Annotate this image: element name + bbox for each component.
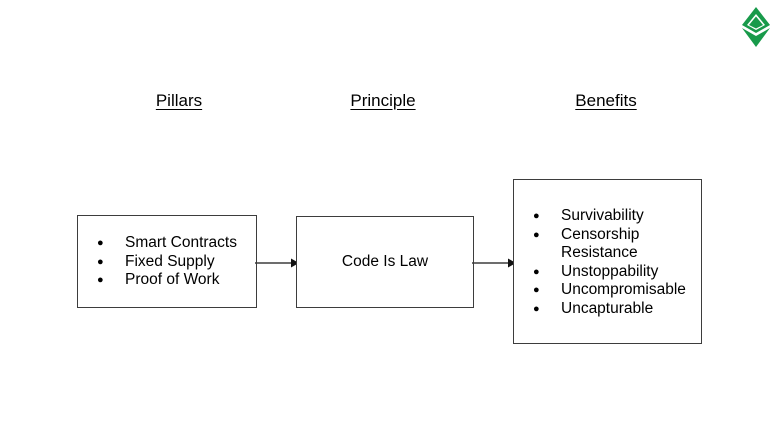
pillars-list: Smart Contracts Fixed Supply Proof of Wo… xyxy=(97,234,237,290)
principle-box: Code Is Law xyxy=(296,216,474,308)
list-item: Fixed Supply xyxy=(97,253,237,272)
list-item: Uncompromisable xyxy=(533,281,701,300)
list-item: Survivability xyxy=(533,207,701,226)
list-item: Unstoppability xyxy=(533,263,701,282)
arrow-principle-to-benefits-icon xyxy=(472,256,516,268)
column-heading-pillars: Pillars xyxy=(155,91,203,110)
arrow-pillars-to-principle-icon xyxy=(255,256,299,268)
list-item: Censorship Resistance xyxy=(533,226,701,263)
benefits-box: Survivability Censorship Resistance Unst… xyxy=(513,179,702,344)
column-heading-principle: Principle xyxy=(350,91,416,110)
ethereum-classic-logo-icon xyxy=(739,6,773,48)
list-item: Uncapturable xyxy=(533,300,701,319)
principle-label: Code Is Law xyxy=(341,253,429,270)
benefits-list: Survivability Censorship Resistance Unst… xyxy=(533,207,701,319)
pillars-box: Smart Contracts Fixed Supply Proof of Wo… xyxy=(77,215,257,308)
column-heading-benefits: Benefits xyxy=(575,91,637,110)
list-item: Smart Contracts xyxy=(97,234,237,253)
list-item: Proof of Work xyxy=(97,271,237,290)
